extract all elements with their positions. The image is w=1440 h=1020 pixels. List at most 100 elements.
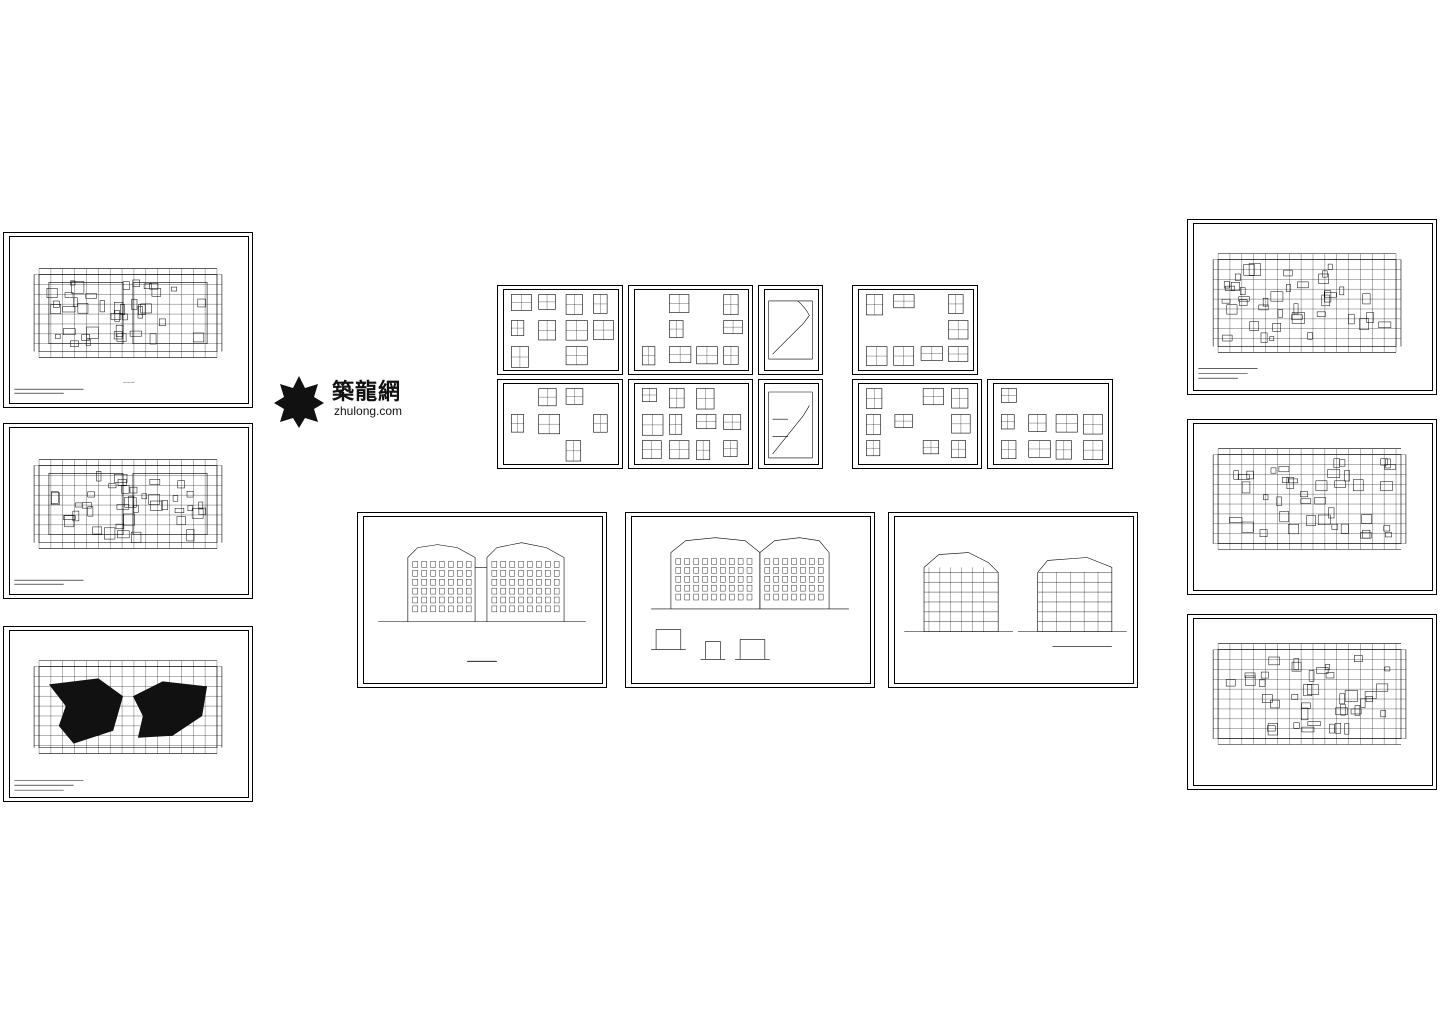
drafting-box <box>518 596 524 604</box>
drafting-box <box>186 490 194 498</box>
drafting-box <box>51 491 59 504</box>
sheet-plan-left-2 <box>3 423 253 599</box>
drafting-box <box>518 605 524 613</box>
drafting-box <box>773 576 779 583</box>
drafting-box <box>729 584 735 592</box>
drafting-box <box>117 479 127 487</box>
zhulong-watermark: 築龍網 zhulong.com <box>272 372 412 432</box>
drafting-box <box>197 298 206 308</box>
drafting-box <box>1221 298 1231 304</box>
drafting-box <box>430 579 436 586</box>
drafting-box <box>1223 281 1230 289</box>
drafting-box <box>1288 524 1299 535</box>
drafting-box <box>1267 723 1278 736</box>
drafting-box <box>773 567 779 574</box>
drafting-box <box>782 558 788 565</box>
drafting-box <box>809 576 815 583</box>
building-section-drawing <box>904 552 1127 647</box>
drafting-box <box>518 579 524 586</box>
drafting-box <box>113 331 123 340</box>
sheet-detail-7 <box>758 379 823 469</box>
drafting-box <box>198 507 207 515</box>
drafting-box <box>764 593 770 601</box>
drafting-box <box>545 561 551 568</box>
drafting-box <box>465 570 472 577</box>
drafting-box <box>430 605 436 613</box>
drafting-box <box>1235 273 1241 281</box>
drafting-box <box>1237 474 1250 480</box>
drafting-box <box>1350 708 1362 715</box>
drafting-box <box>684 593 690 601</box>
sheet-detail-9 <box>987 379 1113 469</box>
drafting-box <box>1325 672 1335 679</box>
drafting-box <box>1303 684 1313 697</box>
drafting-box <box>448 605 454 613</box>
floor-plan-drawing <box>14 459 223 585</box>
drafting-box <box>711 567 717 574</box>
drafting-box <box>818 584 824 592</box>
drafting-box <box>1297 281 1309 289</box>
drafting-box <box>1300 491 1308 498</box>
drafting-box <box>1258 304 1269 311</box>
drafting-box <box>527 570 533 577</box>
drafting-box <box>500 570 506 577</box>
drafting-box <box>1224 285 1235 291</box>
drafting-box <box>1316 667 1329 674</box>
drafting-box <box>1339 286 1345 296</box>
drafting-box <box>1354 705 1361 716</box>
drafting-box <box>773 593 779 601</box>
drafting-box <box>430 587 436 595</box>
drafting-box <box>174 508 185 513</box>
drafting-box <box>1348 313 1355 325</box>
drafting-box <box>176 516 186 525</box>
drafting-box <box>412 605 418 613</box>
detail-drawing <box>866 294 969 366</box>
drafting-box <box>439 570 445 577</box>
drafting-box <box>553 605 560 613</box>
floor-plan-drawing: ——— <box>14 268 223 394</box>
drafting-box <box>1238 296 1250 302</box>
drafting-box <box>1362 293 1371 305</box>
drafting-box <box>675 576 681 583</box>
floor-plan-drawing <box>1198 253 1402 379</box>
drafting-box <box>421 605 427 613</box>
drafting-box <box>500 587 506 595</box>
drafting-box <box>1354 655 1363 662</box>
drafting-box <box>151 288 162 297</box>
sheet-detail-1 <box>497 285 623 375</box>
drafting-box <box>536 579 542 586</box>
drafting-box <box>536 570 542 577</box>
drafting-box <box>1240 287 1246 295</box>
drafting-box <box>465 587 472 595</box>
sheet-detail-3 <box>758 285 823 375</box>
drafting-box <box>491 596 498 604</box>
floor-plan-drawing <box>1212 448 1407 550</box>
drafting-box <box>85 338 91 347</box>
drafting-box <box>1286 284 1291 293</box>
drafting-box <box>800 558 806 565</box>
drafting-box <box>1288 478 1299 484</box>
sheet-plan-right-2 <box>1187 419 1437 595</box>
drafting-box <box>1272 323 1281 332</box>
drafting-box <box>421 570 427 577</box>
drafting-box <box>465 605 472 613</box>
drafting-box <box>782 593 788 601</box>
drafting-box <box>1301 707 1309 721</box>
sheet-detail-4 <box>852 285 978 375</box>
drafting-box <box>143 283 152 290</box>
drafting-box <box>491 605 498 613</box>
drafting-box <box>1239 299 1248 306</box>
drafting-box <box>509 561 515 568</box>
drafting-box <box>1291 661 1302 672</box>
drafting-box <box>1327 469 1341 478</box>
drafting-box <box>87 506 94 517</box>
drafting-box <box>448 587 454 595</box>
drafting-box <box>86 326 99 339</box>
drafting-box <box>132 505 139 513</box>
drafting-box <box>1241 481 1251 494</box>
drafting-box <box>1380 458 1388 466</box>
drafting-box <box>675 567 681 574</box>
drafting-box <box>1344 723 1350 735</box>
drafting-box <box>186 529 195 542</box>
drafting-box <box>1281 477 1289 483</box>
